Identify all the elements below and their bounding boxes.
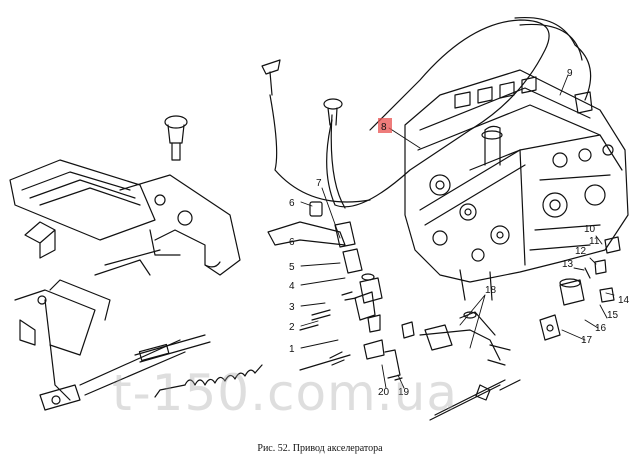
pedal-linkage <box>14 249 186 411</box>
highlighted-callout-box <box>378 118 392 133</box>
callout-4: 4 <box>289 281 295 292</box>
callout-9: 9 <box>567 68 573 79</box>
callout-6-bottom: 6 <box>289 237 295 248</box>
return-spring <box>154 364 263 398</box>
callout-16: 16 <box>595 323 607 334</box>
pump-lever-arm <box>419 311 521 421</box>
fastener-kit <box>539 236 621 341</box>
callout-labels: 1 2 3 4 5 6 6 7 8 9 10 11 12 13 14 15 16… <box>289 68 630 398</box>
callout-6-top: 6 <box>289 198 295 209</box>
lever-hardware <box>267 201 453 381</box>
callout-20: 20 <box>378 387 390 398</box>
callout-8: 8 <box>381 122 387 133</box>
callout-2: 2 <box>289 322 295 333</box>
callout-12: 12 <box>575 246 587 257</box>
figure-caption: Рис. 52. Привод акселератора <box>257 443 383 454</box>
fuel-pump-assembly <box>404 69 629 301</box>
accelerator-pedal <box>9 159 241 276</box>
callout-leaders <box>300 74 615 389</box>
callout-3: 3 <box>289 302 295 313</box>
callout-13: 13 <box>562 259 574 270</box>
callout-14: 14 <box>618 295 630 306</box>
callout-10: 10 <box>584 224 596 235</box>
callout-11: 11 <box>589 236 600 247</box>
callout-7: 7 <box>316 178 322 189</box>
callout-19: 19 <box>398 387 410 398</box>
watermark: t-150.com.ua <box>112 364 458 422</box>
cable-knobs <box>261 59 343 126</box>
callout-15: 15 <box>607 310 619 321</box>
throttle-cable <box>269 16 592 209</box>
accelerator-rod <box>134 334 211 363</box>
small-bracket <box>24 221 56 259</box>
callout-18: 18 <box>485 285 497 296</box>
pedal-stop-bolt <box>164 115 188 161</box>
callout-5: 5 <box>289 262 295 273</box>
callout-17: 17 <box>581 335 593 346</box>
callout-1: 1 <box>289 344 295 355</box>
